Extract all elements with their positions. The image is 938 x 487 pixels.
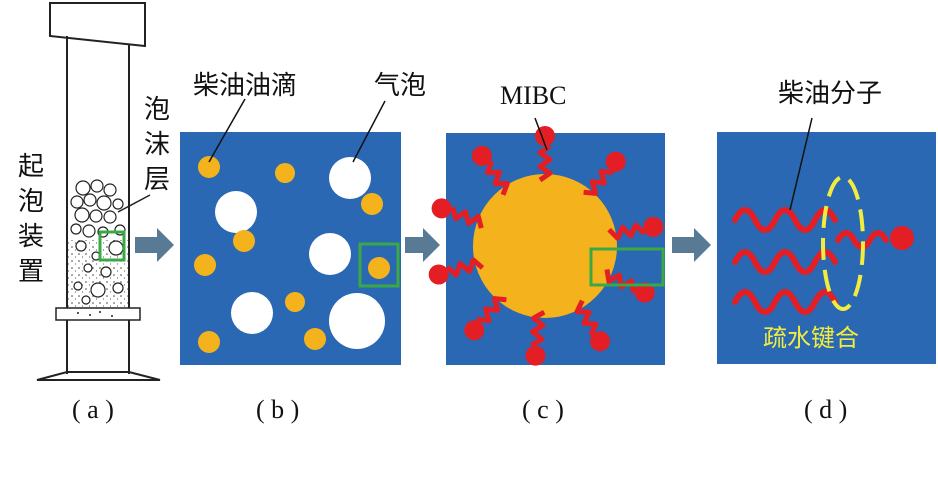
- caption-d: ( d ): [804, 395, 847, 424]
- panel-c: MIBC ( c ): [428, 81, 665, 424]
- mibc-tail-2: [607, 222, 647, 241]
- mibc-head-1: [605, 151, 626, 172]
- mibc-head-6: [464, 320, 485, 341]
- caption-b: ( b ): [256, 395, 299, 424]
- foam-label-3: 层: [144, 165, 170, 195]
- diesel-leader-line: [789, 117, 813, 211]
- device-label-2: 泡: [18, 187, 44, 217]
- arrow-right-icon: [672, 228, 711, 262]
- mibc-label: MIBC: [500, 81, 566, 110]
- oil-drop-large: [473, 174, 617, 318]
- diesel-molecules: [732, 207, 838, 315]
- panel-d: 柴油分子 疏水键合 ( d ): [717, 79, 936, 424]
- hydrophobic-bond-label: 疏水键合: [763, 324, 859, 352]
- mibc-head-2: [643, 216, 664, 237]
- frit-dots: [77, 311, 113, 317]
- oil-leader-line: [208, 98, 246, 163]
- foam-label-1: 泡: [144, 95, 170, 125]
- oil-highlight-box: [358, 242, 400, 288]
- caption-a: ( a ): [72, 395, 114, 424]
- diesel-molecule-label: 柴油分子: [778, 79, 882, 109]
- caption-c: ( c ): [522, 395, 564, 424]
- mibc-head-7: [428, 264, 449, 285]
- foam-bubbles: [70, 179, 126, 305]
- mibc-tail-6: [476, 296, 507, 324]
- bubble-label: 气泡: [374, 71, 426, 101]
- mibc-head-9: [471, 145, 492, 166]
- device-label-4: 置: [18, 257, 44, 287]
- mibc-head-8: [431, 198, 452, 219]
- device-label-1: 起: [18, 152, 44, 182]
- bubble-leader-line: [352, 100, 386, 163]
- panel-a: 起 泡 装 置 泡 沫 层 ( a ): [18, 2, 170, 424]
- mibc-tail-3: [604, 268, 636, 294]
- device-label-3: 装: [18, 222, 44, 252]
- mibc-tail-9: [484, 160, 510, 196]
- mibc-head-4: [590, 331, 610, 352]
- foam-highlight-box: [98, 230, 126, 262]
- oil-droplets: [194, 156, 390, 353]
- hydrophobic-bond-ellipse: [821, 175, 865, 311]
- mibc-leader-line: [534, 117, 548, 151]
- mibc-head: [890, 226, 914, 250]
- mibc-highlight-box: [589, 247, 665, 287]
- mibc-head-5: [525, 345, 546, 366]
- arrow-right-icon: [405, 228, 440, 262]
- device-funnel: [49, 2, 146, 48]
- device-base: [36, 371, 161, 381]
- panel-b: 柴油油滴 气泡 ( b ): [180, 71, 426, 424]
- mibc-tail-7: [445, 257, 485, 278]
- foam-leader-line: [117, 194, 151, 213]
- mibc-tail-8: [450, 206, 484, 229]
- oil-droplet-label: 柴油油滴: [193, 71, 297, 101]
- mibc-tail-4: [574, 299, 599, 337]
- mibc-head-3: [634, 282, 655, 303]
- mibc-molecules: [428, 126, 664, 366]
- device-frit: [55, 307, 141, 321]
- mibc-tail-1: [583, 168, 614, 196]
- mibc-tail-5: [530, 310, 546, 348]
- arrow-right-icon: [135, 228, 174, 262]
- mibc-tail-0: [537, 143, 553, 183]
- foam-label-2: 沫: [144, 130, 170, 160]
- bubbles: [215, 157, 385, 349]
